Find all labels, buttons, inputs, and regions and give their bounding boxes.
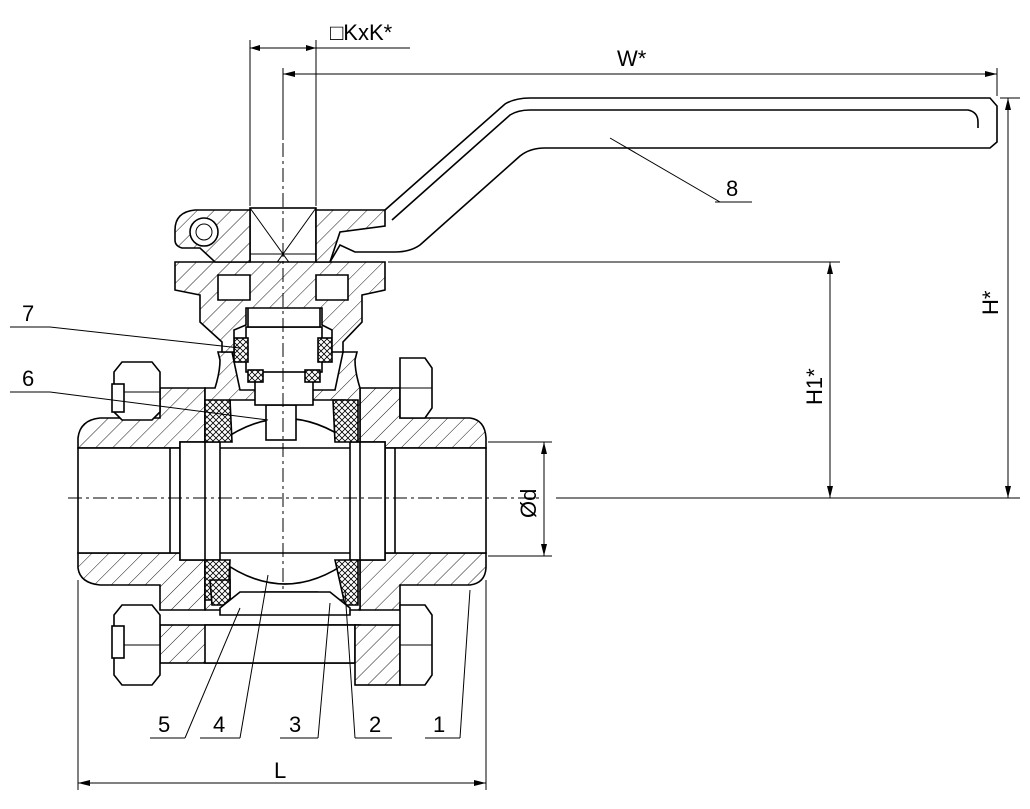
stem [245,207,323,441]
callout-2: 2 [369,712,381,737]
bolts-top [111,357,433,421]
dim-w-label: W* [617,46,647,71]
center-axes [68,68,540,590]
dim-l-label: L [274,758,286,783]
dim-d-label: Ød [516,489,541,518]
pipe-bores [77,441,487,561]
callout-7: 7 [22,301,34,326]
callout-3: 3 [289,712,301,737]
callout-1: 1 [433,712,445,737]
dim-h-label: H* [978,290,1003,315]
part-callouts: 8 7 6 5 4 3 2 1 [22,176,738,737]
bonnet [174,261,386,353]
dimension-lines [77,40,1020,790]
ball [219,417,351,585]
callout-6: 6 [22,366,34,391]
ball-seats [204,399,359,606]
dimension-labels: □KxK* W* H* H1* Ød L [274,20,1003,783]
bottom-plate [219,591,351,616]
dim-kxk-label: □KxK* [330,20,393,45]
callout-4: 4 [213,712,225,737]
callout-5: 5 [158,712,170,737]
leader-lines [10,137,752,739]
callout-8: 8 [726,176,738,201]
dim-h1-label: H1* [802,368,827,405]
handle [174,97,998,263]
bolts-bottom [111,604,433,686]
